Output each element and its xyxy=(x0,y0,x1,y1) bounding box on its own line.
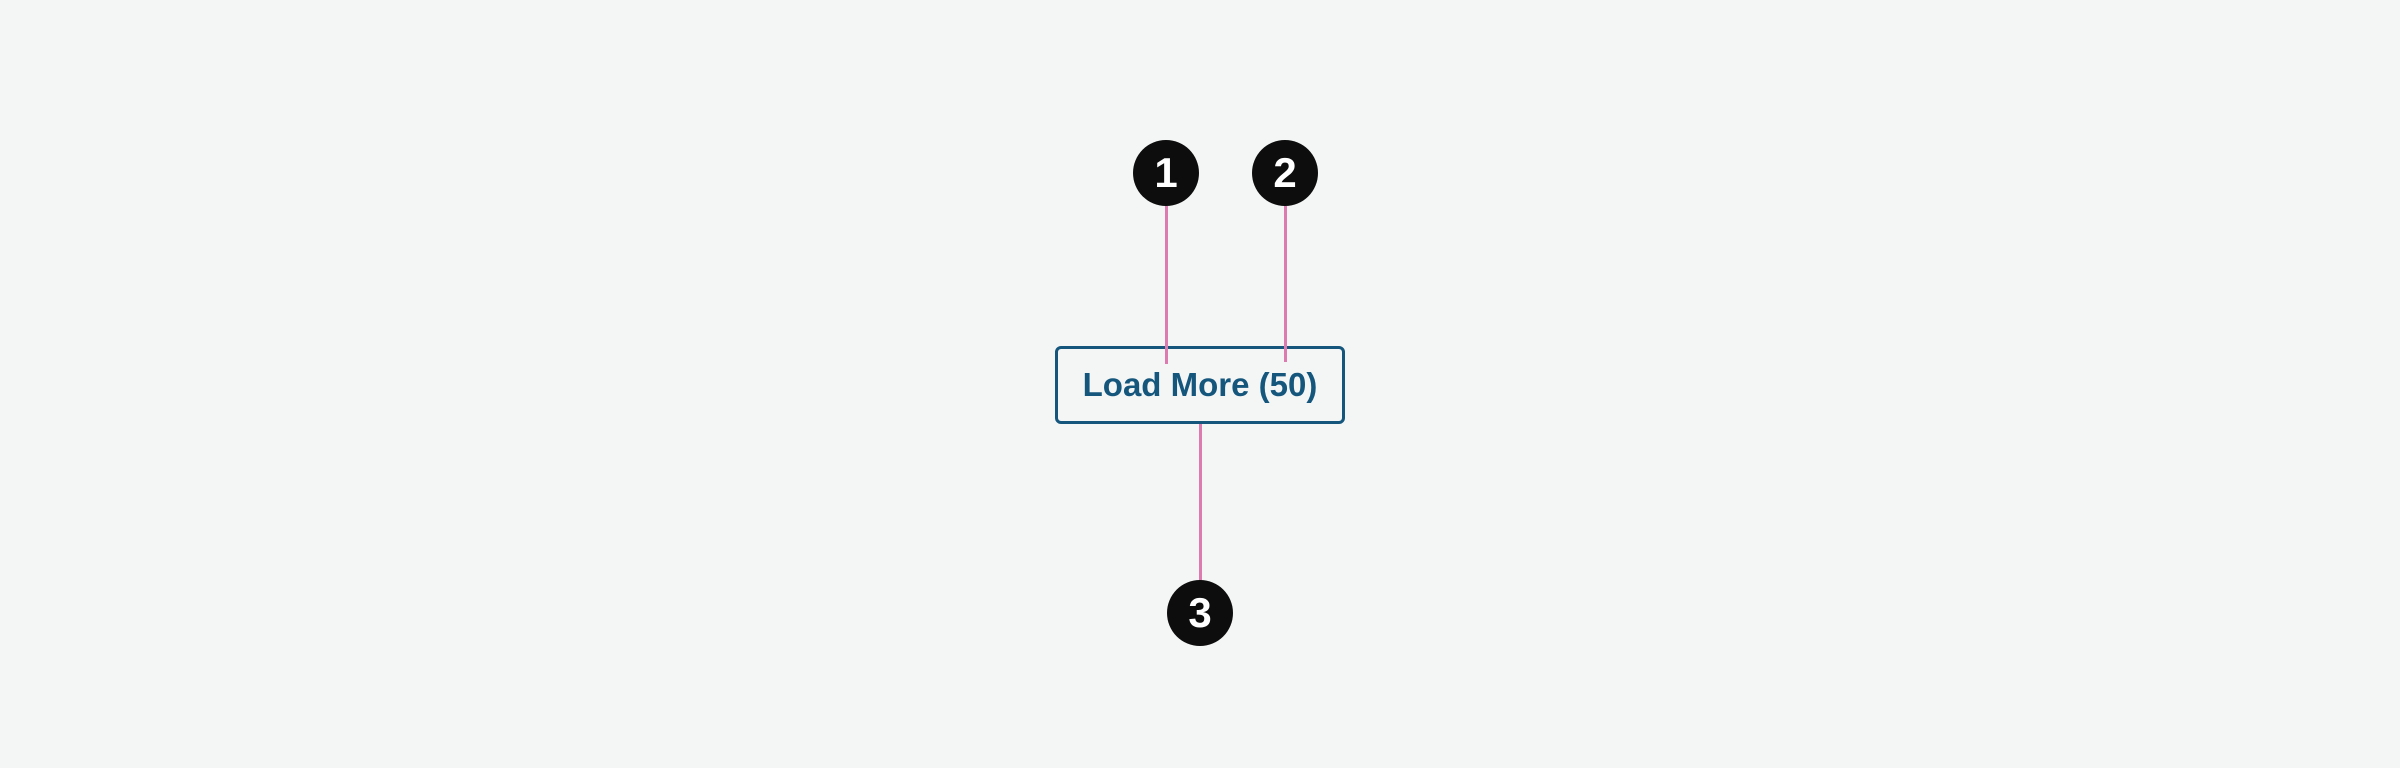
callout-line-2 xyxy=(1284,206,1287,362)
annotation-marker-3: 3 xyxy=(1167,580,1233,646)
callout-line-1 xyxy=(1165,206,1168,364)
callout-line-3 xyxy=(1199,424,1202,581)
load-more-button[interactable]: Load More (50) xyxy=(1055,346,1345,424)
annotation-marker-2: 2 xyxy=(1252,140,1318,206)
annotation-marker-1: 1 xyxy=(1133,140,1199,206)
